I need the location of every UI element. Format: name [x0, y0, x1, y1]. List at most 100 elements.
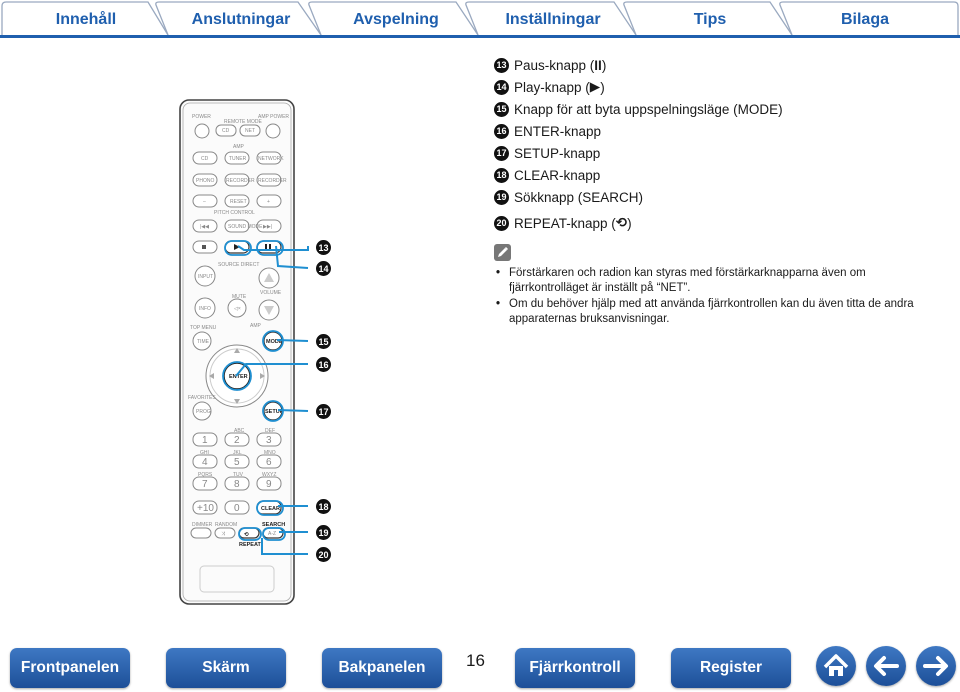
cd-mode-button[interactable] — [215, 124, 237, 137]
remote-control-illustration: POWER REMOTE MODE AMP POWER CD NET AMP C… — [179, 99, 295, 605]
key-7[interactable] — [192, 476, 218, 491]
page-number: 16 — [466, 651, 485, 670]
nav-frontpanelen-button[interactable]: Frontpanelen — [10, 648, 130, 688]
forward-button[interactable] — [916, 646, 956, 686]
tab-tips[interactable]: Tips — [693, 11, 727, 28]
nav-register-button[interactable]: Register — [671, 648, 791, 688]
note-text: Förstärkaren och radion kan styras med f… — [509, 267, 866, 294]
random-label: RANDOM — [215, 522, 237, 528]
time-label: TIME — [197, 339, 210, 345]
key-plus10[interactable] — [192, 500, 218, 515]
tab-anslutningar[interactable]: Anslutningar — [191, 11, 291, 28]
mute-icon: ◁× — [234, 306, 241, 312]
network-button[interactable] — [256, 151, 282, 165]
key-2-label: 2 — [234, 435, 240, 446]
tab-installningar[interactable]: Inställningar — [505, 11, 601, 28]
phono-button[interactable] — [192, 173, 218, 187]
recorder1-button[interactable] — [224, 173, 250, 187]
volume-down-icon — [264, 306, 274, 315]
remote-bottom-panel — [199, 565, 275, 593]
tab-bilaga[interactable]: Bilaga — [840, 11, 889, 28]
prog-button[interactable] — [192, 401, 212, 421]
number-badge: 17 — [494, 145, 509, 161]
key-label-mno: MNO — [264, 450, 276, 456]
item-text: Play-knapp ( — [514, 79, 590, 95]
item-text: Sökknapp (SEARCH) — [514, 189, 644, 205]
plus-button[interactable] — [256, 194, 282, 208]
key-label-pqrs: PQRS — [198, 472, 213, 478]
key-5[interactable] — [224, 454, 250, 469]
arrow-right-icon — [923, 656, 948, 676]
repeat-icon: ⟲ — [615, 215, 628, 230]
key-3[interactable] — [256, 432, 282, 447]
reset-button[interactable] — [224, 194, 250, 208]
skip-back-button[interactable] — [192, 219, 218, 233]
number-badge: 18 — [494, 167, 509, 183]
repeat-label: REPEAT — [239, 542, 262, 548]
callout-13: 13 — [316, 240, 331, 255]
amp-label: AMP — [233, 144, 245, 150]
dpad-down-icon — [234, 399, 240, 404]
note-text: Om du behöver hjälp med att använda fjär… — [509, 298, 914, 325]
net-mode-button[interactable] — [239, 124, 261, 137]
key-2[interactable] — [224, 432, 250, 447]
key-0[interactable] — [224, 500, 250, 515]
number-badge: 20 — [494, 215, 509, 231]
mute-button[interactable] — [227, 298, 247, 318]
dimmer-button[interactable] — [190, 527, 212, 539]
list-item: 17 SETUP-knapp — [494, 142, 783, 164]
key-4-label: 4 — [202, 457, 208, 468]
tuner-button[interactable] — [224, 151, 250, 165]
item-text: SETUP-knapp — [514, 145, 601, 161]
minus-button[interactable] — [192, 194, 218, 208]
key-9[interactable] — [256, 476, 282, 491]
tab-avspelning[interactable]: Avspelning — [353, 11, 439, 28]
bullet-icon: • — [496, 298, 501, 310]
nav-fjarrkontroll-button[interactable]: Fjärrkontroll — [515, 648, 635, 688]
key-4[interactable] — [192, 454, 218, 469]
mode-label: MODE — [266, 339, 283, 345]
item-text: CLEAR-knapp — [514, 167, 601, 183]
recorder2-button[interactable] — [256, 173, 282, 187]
cd-button[interactable] — [192, 151, 218, 165]
power-button[interactable] — [194, 123, 210, 139]
amp-power-label: AMP POWER — [258, 114, 289, 120]
nav-bakpanelen-button[interactable]: Bakpanelen — [322, 648, 442, 688]
pause-icon-bar — [269, 244, 271, 250]
tab-innehall[interactable]: Innehåll — [55, 11, 117, 28]
time-button[interactable] — [192, 331, 212, 351]
arrow-left-icon — [874, 656, 899, 676]
sound-mode-button[interactable] — [224, 219, 250, 233]
pause-icon — [265, 244, 267, 250]
random-button[interactable] — [214, 527, 236, 539]
network-label: NETWORK — [258, 156, 284, 162]
callout-18: 18 — [316, 499, 331, 514]
key-8-label: 8 — [234, 479, 240, 490]
item-text: Paus-knapp ( — [514, 57, 595, 73]
number-badge: 14 — [494, 79, 509, 95]
dimmer-label: DIMMER — [192, 522, 213, 528]
search-label: SEARCH — [262, 522, 285, 528]
home-button[interactable] — [816, 646, 856, 686]
top-menu-label: TOP MENU — [190, 325, 217, 331]
net-mode-label: NET — [245, 128, 255, 134]
key-7-label: 7 — [202, 479, 208, 490]
minus-label: – — [203, 199, 206, 205]
key-1[interactable] — [192, 432, 218, 447]
notes-list: • Förstärkaren och radion kan styras med … — [496, 266, 946, 328]
key-8[interactable] — [224, 476, 250, 491]
skip-forward-button[interactable] — [256, 219, 282, 233]
input-button[interactable] — [194, 265, 216, 287]
key-6[interactable] — [256, 454, 282, 469]
note-item: •Förstärkaren och radion kan styras med … — [496, 266, 946, 296]
pencil-icon — [494, 244, 511, 261]
number-badge: 13 — [494, 57, 509, 73]
back-button[interactable] — [866, 646, 906, 686]
info-button[interactable] — [194, 297, 216, 319]
nav-skarm-button[interactable]: Skärm — [166, 648, 286, 688]
amp-power-button[interactable] — [265, 123, 281, 139]
key-0-label: 0 — [234, 503, 240, 514]
